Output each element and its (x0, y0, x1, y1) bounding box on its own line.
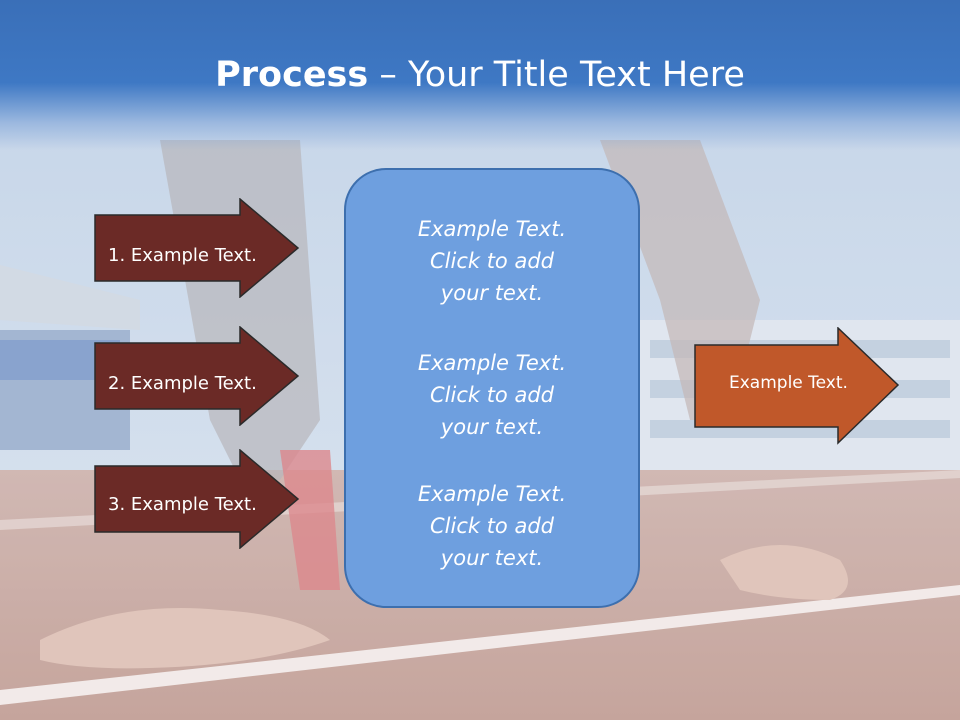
center-item-2: Example Text. Click to add your text. (417, 351, 567, 439)
center-text-box[interactable] (344, 168, 640, 608)
center-item-1: Example Text. Click to add your text. (417, 217, 567, 305)
center-item-3: Example Text. Click to add your text. (417, 482, 567, 570)
title-rest: – Your Title Text Here (368, 55, 745, 95)
right-arrow[interactable] (694, 327, 900, 445)
left-arrow-1-label: 1. Example Text. (108, 245, 257, 266)
left-arrow-2-label: 2. Example Text. (108, 373, 257, 394)
left-arrow-3-label: 3. Example Text. (108, 494, 257, 515)
left-arrow-1[interactable] (94, 198, 300, 298)
left-arrow-3[interactable] (94, 449, 300, 549)
title-bold: Process (215, 55, 369, 95)
left-arrow-2[interactable] (94, 326, 300, 426)
slide-title: Process – Your Title Text Here (0, 52, 960, 98)
title-bar (0, 0, 960, 150)
right-arrow-label: Example Text. (729, 373, 848, 393)
